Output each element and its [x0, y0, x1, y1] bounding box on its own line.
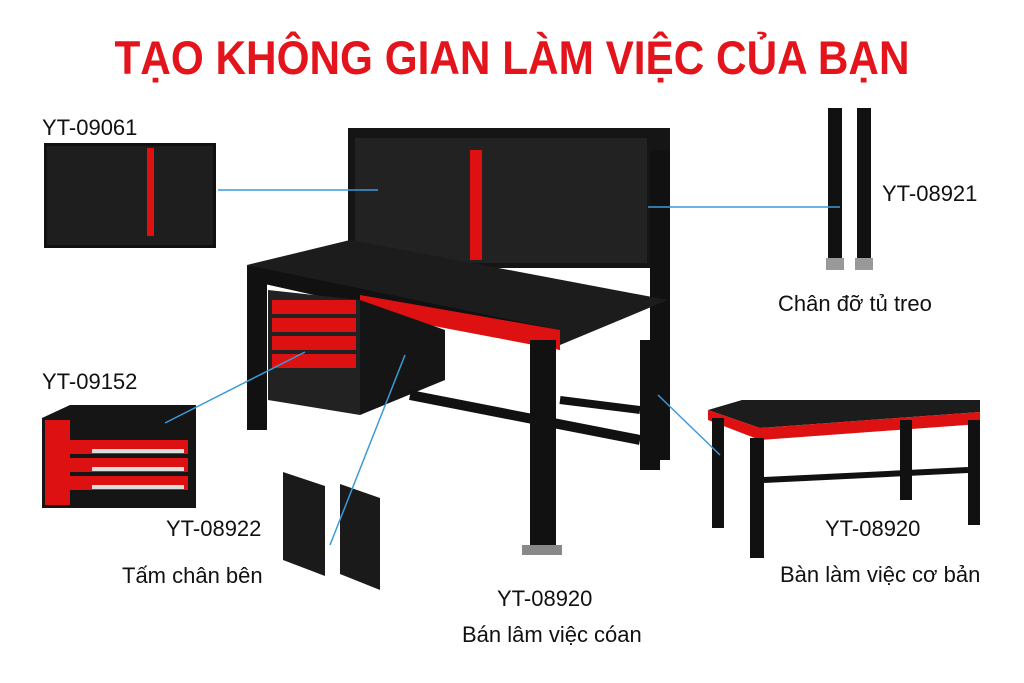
hutch-legs-image [826, 108, 873, 270]
product-name-basic-workbench: Bàn làm việc cơ bản [780, 562, 981, 587]
side-panels-image [283, 472, 380, 590]
wall-cabinet-image [44, 143, 216, 248]
product-code-side-panels: YT-08922 [166, 516, 262, 541]
workbench-with-hutch-image [247, 128, 670, 555]
tool-chest-image [42, 405, 196, 508]
product-name-workbench: Bán lâm việc cóan [462, 622, 642, 647]
product-code-wall-cabinet: YT-09061 [42, 115, 138, 140]
product-code-tool-chest: YT-09152 [42, 369, 138, 394]
product-code-basic-workbench: YT-08920 [825, 516, 921, 541]
product-name-side-panels: Tấm chân bên [122, 563, 263, 588]
basic-workbench-image [708, 400, 980, 558]
page-title: TẠO KHÔNG GIAN LÀM VIỆC CỦA BẠN [114, 31, 910, 84]
product-name-hutch-legs: Chân đỡ tủ treo [778, 291, 932, 316]
product-code-hutch-legs: YT-08921 [882, 181, 978, 206]
product-code-workbench: YT-08920 [497, 586, 593, 611]
connector-line [164, 351, 306, 424]
connector-line [329, 354, 406, 546]
connector-line [657, 394, 721, 456]
connector-lines [164, 189, 840, 546]
